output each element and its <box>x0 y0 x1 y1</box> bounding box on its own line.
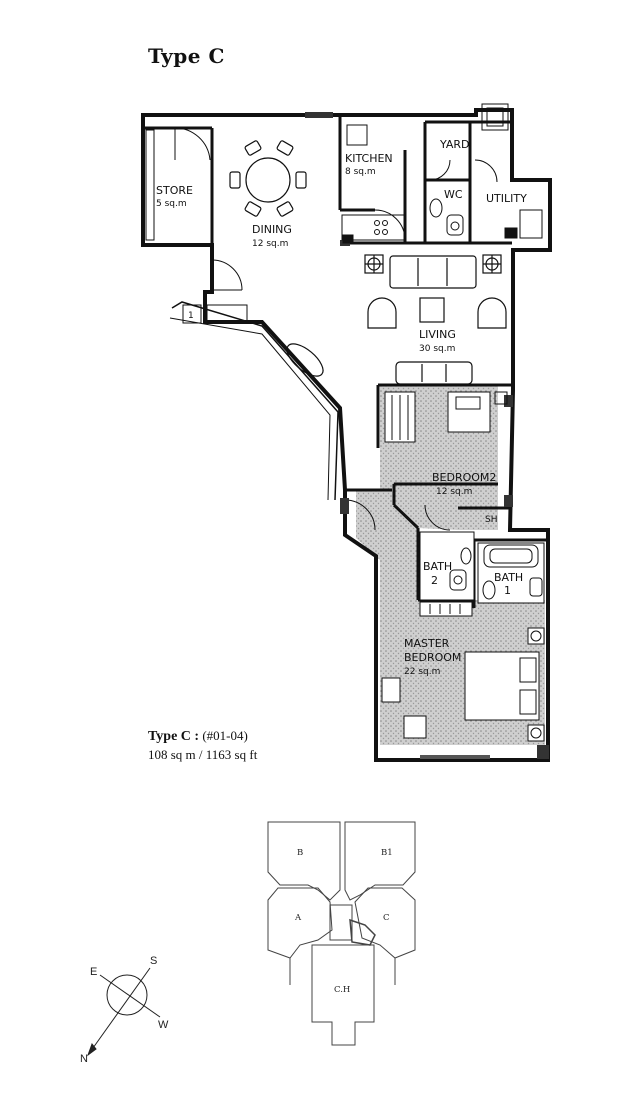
living-label: LIVING <box>419 328 456 341</box>
sh-label: SH <box>485 515 497 525</box>
kitchen-fixtures <box>341 124 405 244</box>
page-title: Type C <box>148 44 225 68</box>
compass-south: S <box>150 955 157 967</box>
wc-fixtures <box>429 198 464 236</box>
entry-box-mark: 1 <box>188 311 194 321</box>
bath2-number: 2 <box>431 574 438 587</box>
wc-label: WC <box>444 188 463 201</box>
key-plan-block-a: A <box>294 913 302 923</box>
master-bedroom-fixtures <box>381 601 545 742</box>
dining-table <box>229 140 307 217</box>
utility-label: UTILITY <box>486 192 527 205</box>
bay-window <box>171 301 339 501</box>
unit-info: Type C : (#01-04) 108 sq m / 1163 sq ft <box>148 727 257 764</box>
key-plan-block-b1: B1 <box>381 848 393 858</box>
kitchen-area: 8 sq.m <box>345 167 376 177</box>
bedroom2-fixtures <box>384 391 508 443</box>
bay-ornament <box>286 343 324 377</box>
bath1-fixtures <box>477 542 545 604</box>
compass <box>86 967 161 1057</box>
compass-east: E <box>90 966 97 978</box>
bedroom2-label: BEDROOM2 <box>432 471 496 484</box>
utility-fixtures <box>481 103 543 239</box>
unit-type-label: Type C : <box>148 729 200 744</box>
key-plan-block-c: C <box>383 913 390 923</box>
bath2-fixtures <box>419 531 475 601</box>
bath1-label: BATH <box>494 571 523 584</box>
kitchen-label: KITCHEN <box>345 152 393 165</box>
key-plan-block-b: B <box>297 848 303 858</box>
unit-numbers: (#01-04) <box>202 728 248 743</box>
outer-walls <box>141 108 552 762</box>
living-area: 30 sq.m <box>419 344 455 354</box>
compass-north: N <box>80 1053 88 1065</box>
dining-label: DINING <box>252 223 292 236</box>
store-shelf <box>145 129 155 241</box>
bath1-number: 1 <box>504 584 511 597</box>
bath2-label: BATH <box>423 560 452 573</box>
yard-label: YARD <box>439 138 470 151</box>
master-label-1: MASTER <box>404 637 450 650</box>
dining-area: 12 sq.m <box>252 239 288 249</box>
key-plan-block-ch: C.H <box>334 985 350 995</box>
bedroom2-area: 12 sq.m <box>436 487 472 497</box>
master-area: 22 sq.m <box>404 667 440 677</box>
entry-box <box>182 304 248 324</box>
living-furniture <box>364 254 507 385</box>
compass-west: W <box>158 1019 169 1031</box>
store-area: 5 sq.m <box>156 199 187 209</box>
master-label-2: BEDROOM <box>404 651 461 664</box>
unit-size: 108 sq m / 1163 sq ft <box>148 747 258 762</box>
key-plan <box>267 821 416 1046</box>
store-label: STORE <box>156 184 193 197</box>
